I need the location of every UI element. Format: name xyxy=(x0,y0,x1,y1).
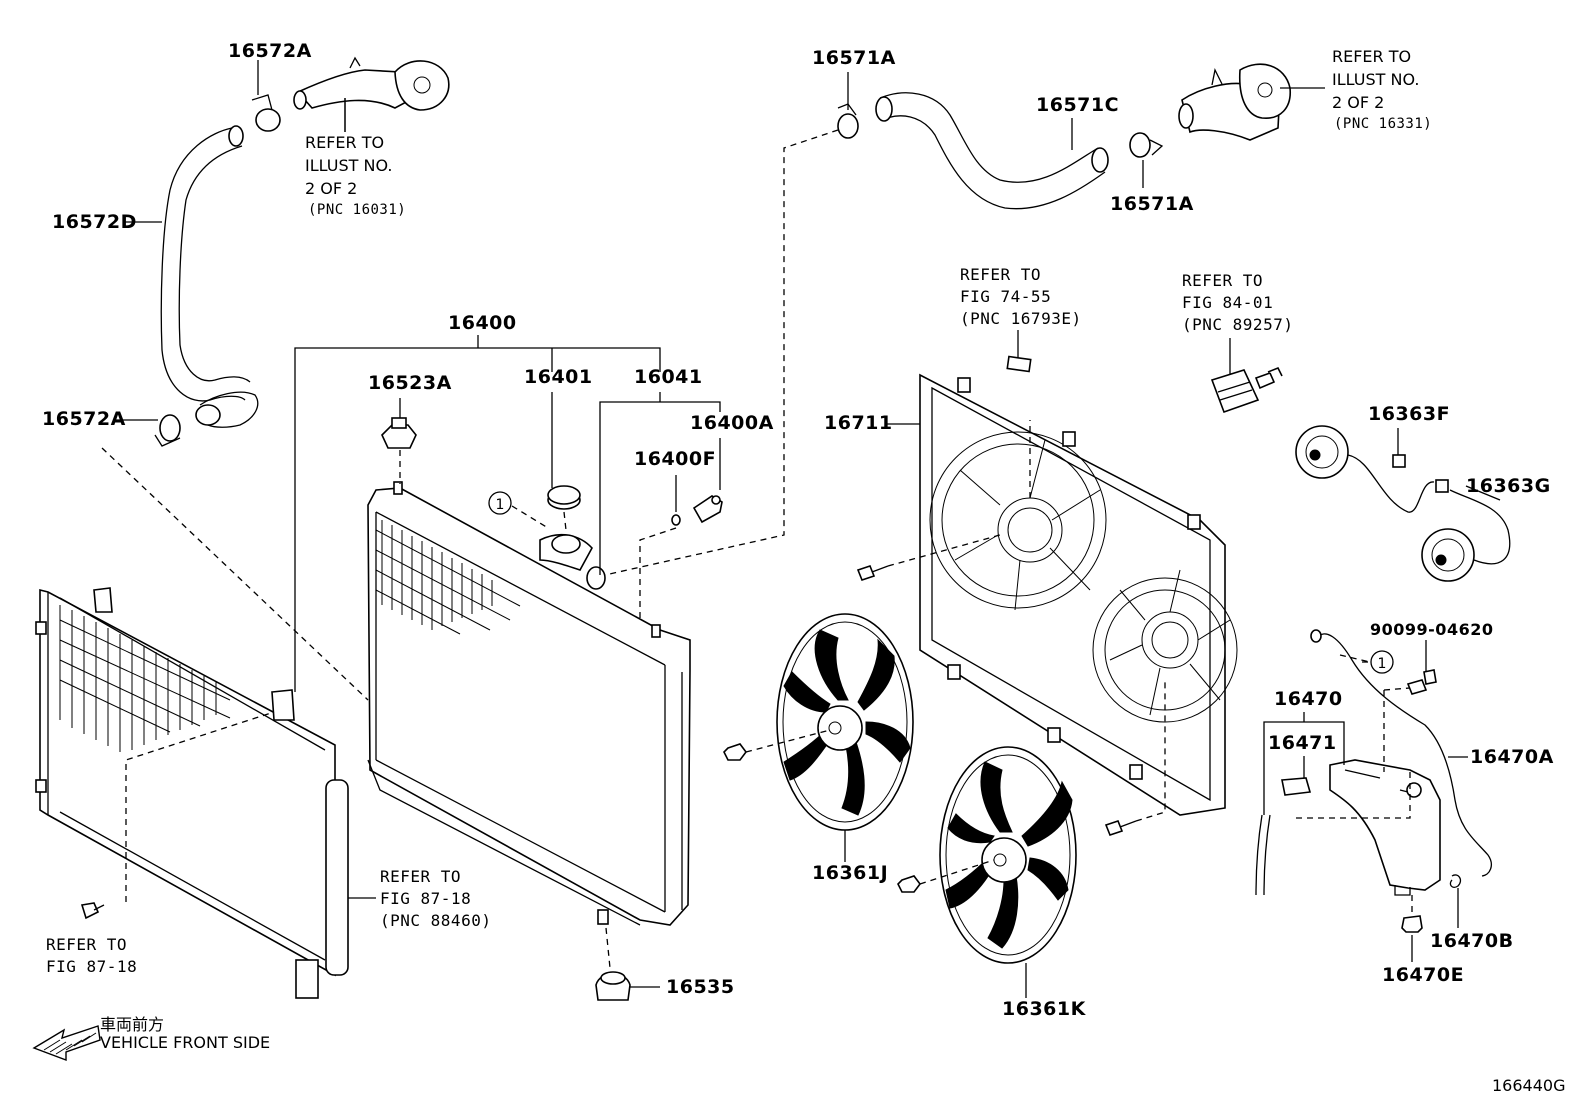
grommet-16470E xyxy=(1401,915,1423,933)
ref-note-illust-left-pnc: (PNC 16031) xyxy=(308,202,407,218)
part-label-16572A-bottom[interactable]: 16572A xyxy=(42,408,126,430)
ref-note-illust-right-pnc: (PNC 16331) xyxy=(1334,116,1433,132)
fan-shroud-16711 xyxy=(919,355,1238,816)
part-label-16401[interactable]: 16401 xyxy=(524,366,593,388)
fan-16361K xyxy=(939,746,1077,964)
legend-vehicle-front-jp: 車両前方 xyxy=(100,1015,165,1034)
part-label-16363F[interactable]: 16363F xyxy=(1368,403,1451,425)
hose-clamp-16572A-top xyxy=(251,94,281,132)
callout-circle-right: 1 xyxy=(1370,650,1394,674)
part-label-16523A[interactable]: 16523A xyxy=(368,372,452,394)
ref-note-fig-84-01: REFER TO FIG 84-01 (PNC 89257) xyxy=(1182,271,1294,334)
part-label-16571A-bottom[interactable]: 16571A xyxy=(1110,193,1194,215)
ref-note-fig-87-18-bolt: REFER TO FIG 87-18 xyxy=(46,935,138,976)
cushion-16535 xyxy=(595,971,631,1001)
leader-lines xyxy=(115,60,1501,998)
reservoir-cap-16471 xyxy=(1281,777,1312,796)
part-label-16572A-top[interactable]: 16572A xyxy=(228,40,312,62)
clip-16470B xyxy=(1449,874,1462,888)
vehicle-front-arrow-icon xyxy=(32,1025,101,1062)
part-label-90099-04620[interactable]: 90099-04620 xyxy=(1370,620,1494,639)
hose-clamp-16572A-bottom xyxy=(154,414,181,447)
reservoir-hose-16470A xyxy=(1310,629,1492,877)
radiator-16400 xyxy=(367,481,691,926)
radiator-filler-neck xyxy=(551,534,581,554)
callout-number-left: 1 xyxy=(496,497,505,513)
part-label-16470[interactable]: 16470 xyxy=(1274,688,1343,710)
ref-note-illust-left: REFER TO ILLUST NO. 2 OF 2 xyxy=(305,133,393,198)
hose-clamp-16571A-bottom xyxy=(1129,132,1164,158)
part-label-16470B[interactable]: 16470B xyxy=(1430,930,1514,952)
part-label-16361J[interactable]: 16361J xyxy=(812,862,889,884)
shroud-bolt-upper xyxy=(856,565,889,581)
water-inlet-right xyxy=(1178,63,1291,141)
fan-16361J xyxy=(776,613,914,831)
fan-motor-16363F xyxy=(1295,425,1435,513)
part-label-16041[interactable]: 16041 xyxy=(634,366,703,388)
fan-nut-left xyxy=(723,743,747,761)
fan-nut-right xyxy=(897,875,921,893)
fan-motor-16363G xyxy=(1421,479,1511,582)
drain-cock-16400A xyxy=(692,495,723,524)
callout-circle-left: 1 xyxy=(488,491,512,515)
part-label-16363G[interactable]: 16363G xyxy=(1466,475,1551,497)
oring-16400F xyxy=(671,514,681,526)
dashed-connectors xyxy=(101,129,1413,969)
reservoir-tank-16470 xyxy=(1329,759,1441,896)
cushion-16523A xyxy=(381,417,417,449)
overflow-hose xyxy=(1255,814,1271,896)
upper-radiator-hose-16572D xyxy=(160,125,259,428)
part-label-16711[interactable]: 16711 xyxy=(824,412,893,434)
part-label-16571A-top[interactable]: 16571A xyxy=(812,47,896,69)
part-label-16400F[interactable]: 16400F xyxy=(634,448,717,470)
part-label-16361K[interactable]: 16361K xyxy=(1002,998,1086,1020)
shroud-bolt-lower xyxy=(1104,820,1137,836)
part-label-16571C[interactable]: 16571C xyxy=(1036,94,1120,116)
ac-condenser xyxy=(35,587,349,999)
ref-note-fig-87-18-condenser: REFER TO FIG 87-18 (PNC 88460) xyxy=(380,867,492,930)
part-label-16470E[interactable]: 16470E xyxy=(1382,964,1465,986)
callout-number-right: 1 xyxy=(1378,656,1387,672)
part-label-16535[interactable]: 16535 xyxy=(666,976,735,998)
bolt-90099-04620 xyxy=(1406,669,1437,695)
part-label-16400A[interactable]: 16400A xyxy=(690,412,774,434)
legend-vehicle-front-en: VEHICLE FRONT SIDE xyxy=(100,1033,271,1052)
condenser-bolt xyxy=(80,902,105,920)
part-label-16572D[interactable]: 16572D xyxy=(52,211,137,233)
ref-note-fig-74-55: REFER TO FIG 74-55 (PNC 16793E) xyxy=(960,265,1082,328)
ref-note-illust-right: REFER TO ILLUST NO. 2 OF 2 xyxy=(1332,47,1420,112)
lower-radiator-hose-16571C xyxy=(875,92,1109,210)
water-outlet-left xyxy=(293,56,450,111)
radiator-cap-16401 xyxy=(547,485,581,510)
part-label-16470A[interactable]: 16470A xyxy=(1470,746,1554,768)
figure-number: 166440G xyxy=(1492,1076,1566,1095)
part-label-16400[interactable]: 16400 xyxy=(448,312,517,334)
fan-relay-connector xyxy=(1210,366,1283,414)
part-label-16471[interactable]: 16471 xyxy=(1268,732,1337,754)
